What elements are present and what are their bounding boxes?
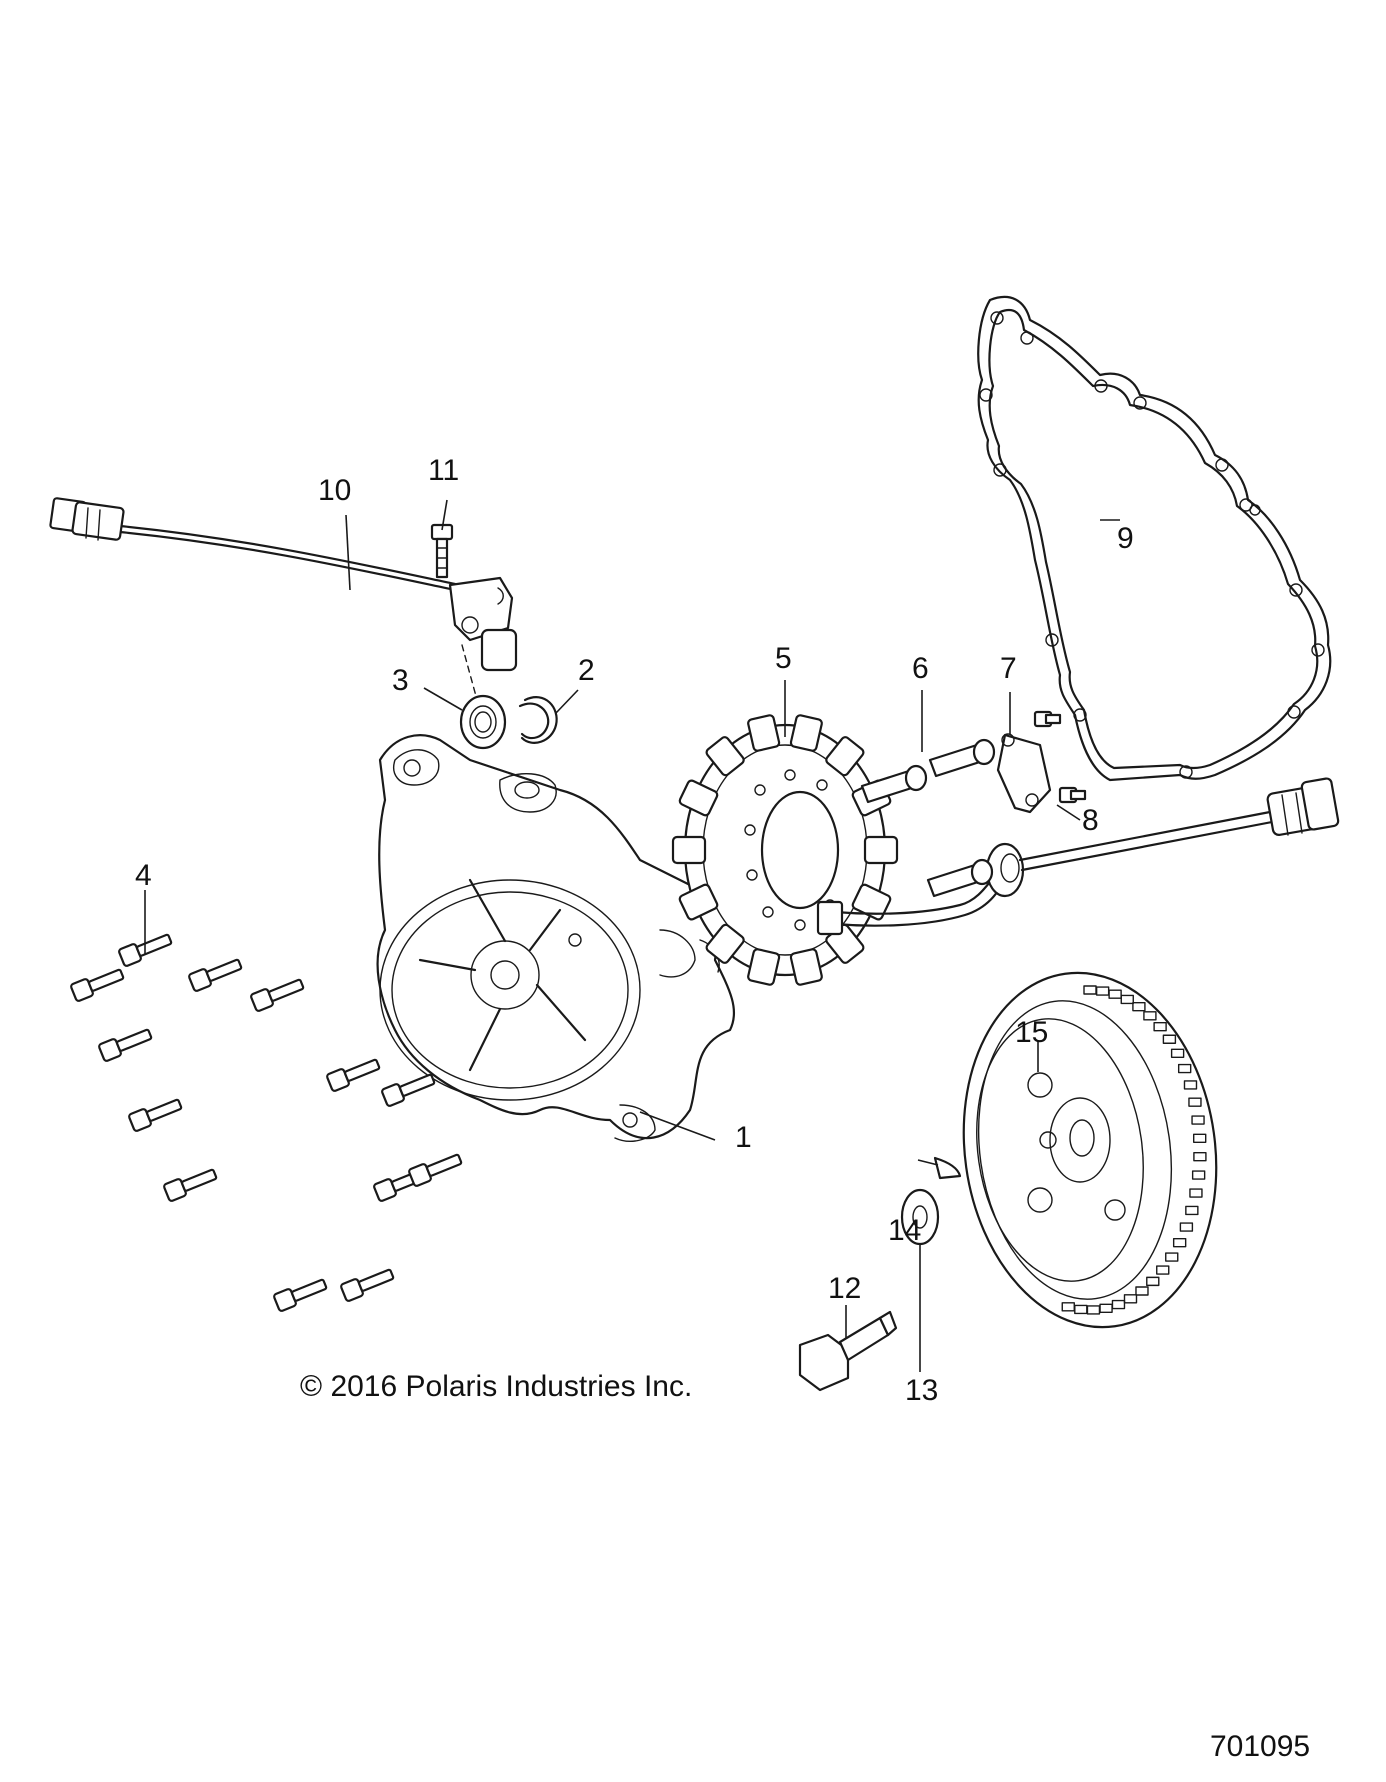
flywheel-slot: [1172, 1237, 1187, 1248]
flywheel: [962, 971, 1218, 1329]
flywheel-slot: [1193, 1133, 1207, 1143]
flywheel-slot: [1156, 1265, 1170, 1275]
flywheel-slot: [1193, 1152, 1207, 1162]
woodruff-key: [933, 1156, 962, 1180]
flywheel-slot: [1108, 989, 1122, 999]
stator-tooth: [705, 923, 745, 964]
gasket: [977, 295, 1332, 782]
copyright-notice: © 2016 Polaris Industries Inc.: [300, 1370, 693, 1403]
callout-2: 2: [578, 654, 595, 687]
flywheel-slot: [1188, 1097, 1202, 1107]
stator-tooth: [747, 948, 781, 986]
callout-5: 5: [775, 642, 792, 675]
stator-tooth: [678, 779, 719, 817]
stator-cover: [376, 734, 735, 1142]
cover-bolt: [408, 1153, 463, 1187]
stator: [671, 714, 1340, 986]
callout-4: 4: [135, 859, 152, 892]
flywheel-slot: [1123, 1294, 1138, 1304]
flywheel-slot: [1146, 1276, 1160, 1287]
cover-bolt: [70, 968, 125, 1002]
stator-tooth: [678, 883, 719, 921]
stator-tooth: [747, 714, 781, 752]
retainer-screws: [1033, 710, 1087, 804]
callout-15: 15: [1015, 1016, 1048, 1049]
flywheel-slot: [1185, 1205, 1199, 1216]
flywheel-slot: [1165, 1252, 1179, 1262]
flywheel-slot: [1191, 1115, 1205, 1125]
flywheel-slot: [1135, 1286, 1149, 1296]
stator-bolts: [860, 738, 996, 898]
callouts: 1 2 3 4 5 6 7 8 9 10 11 12 13 14 15: [135, 454, 1134, 1407]
stator-tooth: [789, 948, 823, 986]
cover-bolt: [326, 1058, 381, 1092]
callout-9: 9: [1117, 522, 1134, 555]
speed-sensor: [448, 576, 518, 672]
stator-tooth: [705, 736, 745, 777]
cover-bolt: [98, 1028, 153, 1062]
flywheel-bolt: [798, 1310, 898, 1392]
callout-6: 6: [912, 652, 929, 685]
snap-ring: [518, 696, 558, 744]
cover-bolt: [188, 958, 243, 992]
flywheel-slot: [1061, 1302, 1075, 1312]
flywheel-slot: [1179, 1222, 1194, 1232]
cover-bolt: [273, 1278, 328, 1312]
stator-tooth: [825, 736, 865, 777]
flywheel-slot: [1162, 1034, 1177, 1044]
document-number: 701095: [1210, 1730, 1311, 1763]
bearing: [459, 694, 507, 750]
cover-bolt: [163, 1168, 218, 1202]
flywheel-slot: [1189, 1188, 1203, 1198]
flywheel-slot: [1132, 1001, 1146, 1012]
callout-3: 3: [392, 664, 409, 697]
stator-tooth: [671, 835, 707, 865]
callout-1: 1: [735, 1121, 752, 1154]
cover-bolts: [70, 933, 463, 1312]
stator-tooth: [789, 714, 823, 752]
flywheel-slot: [1153, 1022, 1167, 1032]
flywheel-slot: [1143, 1011, 1157, 1021]
callout-12: 12: [828, 1272, 861, 1305]
flywheel-washer: [900, 1188, 940, 1246]
cover-bolt: [128, 1098, 183, 1132]
callout-7: 7: [1000, 652, 1017, 685]
flywheel-slot: [1177, 1063, 1192, 1074]
sensor-bolt: [430, 523, 454, 579]
callout-8: 8: [1082, 804, 1099, 837]
flywheel-slot: [1183, 1080, 1198, 1090]
callout-10: 10: [318, 474, 351, 507]
cover-bolt: [250, 978, 305, 1012]
speed-sensor-harness: [49, 497, 457, 592]
flywheel-slot: [1191, 1170, 1206, 1180]
leader-lines: [144, 499, 1120, 1372]
stator-tooth: [863, 835, 899, 865]
callout-13: 13: [905, 1374, 938, 1407]
cover-bolt: [381, 1073, 436, 1107]
flywheel-slot: [1170, 1048, 1185, 1058]
callout-14: 14: [888, 1214, 921, 1247]
cover-bolt: [340, 1268, 395, 1302]
flywheel-slot: [1120, 994, 1134, 1005]
wire-retainer-plate: [996, 733, 1052, 814]
callout-11: 11: [428, 454, 459, 487]
